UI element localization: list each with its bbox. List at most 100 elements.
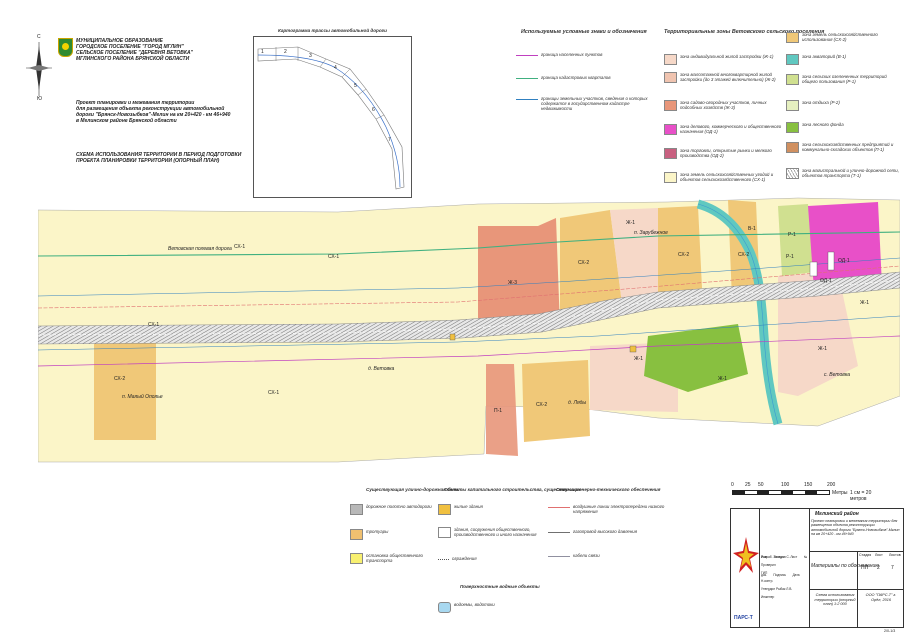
project-header: Проект планировки и межевания территории… [76, 100, 256, 124]
object-swatch [438, 504, 451, 515]
legend-sign-item: граница населенных пунктов [516, 52, 656, 57]
project-line: дороги "Брянск-Новозыбков"-Мглин на км 2… [76, 112, 231, 118]
scale-tick: 50 [758, 482, 764, 488]
legend-zone-item: зона земель сельскохозяйственных угодий … [664, 172, 782, 183]
tb-person-name: Рыбак Л.В. [776, 587, 793, 591]
water-swatch [438, 602, 451, 613]
zone-label: ОД-1 [820, 278, 832, 284]
tb-sheets-hdr: Листов [889, 553, 901, 557]
tb-row-label: Изм. [761, 555, 768, 559]
zone-label: Ж-3 [508, 280, 518, 286]
scale-tick: 100 [781, 482, 790, 488]
legend-zone-item: зона акваторий (В-1) [786, 54, 901, 65]
water-item: водоемы, водотоки [438, 602, 538, 613]
zone-label: Ж-1 [860, 300, 870, 306]
tb-person-role: Разраб. [761, 555, 773, 559]
tb-divider [809, 509, 810, 627]
scheme-line: СХЕМА ИСПОЛЬЗОВАНИЯ ТЕРРИТОРИИ В ПЕРИОД … [76, 152, 242, 158]
inset-sheet-label: 7 [388, 137, 391, 143]
municipality-line: МУНИЦИПАЛЬНОЕ ОБРАЗОВАНИЕ [76, 38, 163, 44]
legend-label: зона лесного фонда [802, 122, 844, 127]
place-label: с. Ветовка [824, 372, 850, 378]
tb-row-label: № док. [761, 555, 808, 577]
compass-south: Ю [37, 96, 43, 102]
legend-signs-title: Используемые условные знаки и обозначени… [521, 29, 647, 35]
zone-swatch [664, 148, 677, 159]
legend-zone-item: зона садово-огородных участков, личных п… [664, 100, 782, 111]
zone-label: В-1 [748, 226, 756, 232]
zone-swatch [664, 172, 677, 183]
legend-label: зона торговли, открытые рынки и мелкого … [680, 148, 772, 159]
power-line-swatch [548, 507, 570, 508]
place-label: п. Малый Ополье [122, 394, 163, 400]
zone-label: ОД-1 [838, 258, 850, 264]
tb-person-role: Инженер [761, 595, 775, 599]
tb-divider [759, 509, 760, 627]
tb-sheet-title: Материалы по обоснованию [811, 563, 880, 569]
project-line: для размещения объекта реконструкции авт… [76, 106, 225, 112]
scale-tick: 0 [731, 482, 734, 488]
legend-label: водоемы, водотоки [454, 602, 495, 607]
inset-sheet-label: 4 [334, 65, 337, 71]
legend-label: зона акваторий (В-1) [802, 54, 847, 59]
scale-note: 1 см = 20 метров [850, 490, 872, 502]
line-swatch [516, 55, 538, 56]
tb-person-role: ГИП [761, 571, 768, 575]
network-swatch [350, 553, 363, 564]
network-title: Существующая улично-дорожная сеть [366, 487, 460, 492]
zone-label: СХ-1 [268, 390, 280, 396]
legend-zone-item: зона магистральной и улично-дорожной сет… [786, 168, 901, 179]
scheme-header: СХЕМА ИСПОЛЬЗОВАНИЯ ТЕРРИТОРИИ В ПЕРИОД … [76, 152, 256, 164]
scale-tick: 200 [827, 482, 836, 488]
legend-label: зона сельских озелененных территорий общ… [802, 74, 887, 85]
zone-label: Ж-1 [626, 220, 636, 226]
network-swatch [350, 529, 363, 540]
legend-label: граница населенных пунктов [541, 52, 603, 57]
legend-zone-item: зона индивидуальной жилой застройки (Ж-1… [664, 54, 782, 65]
fence-swatch [438, 559, 449, 560]
zone-swatch [786, 32, 799, 43]
legend-label: зона малоэтажной многоквартирной жилой з… [680, 72, 776, 83]
zone-label: СХ-2 [114, 376, 126, 382]
tb-sheet-hdr: Лист [875, 553, 883, 557]
network-swatch [350, 504, 363, 515]
title-block: ПАРС-Т Мглинский район Проект планировки… [730, 508, 904, 628]
place-label: д. Ляды [568, 400, 587, 406]
network-item: тротуары [350, 529, 440, 540]
legend-zone-item: зона лесного фонда [786, 122, 901, 133]
legend-zone-item: зона малоэтажной многоквартирной жилой з… [664, 72, 782, 83]
zone-label: Р-1 [788, 232, 796, 238]
legend-label: границы земельных участков, сведения о к… [541, 96, 648, 112]
legend-zone-item: зона торговли, открытые рынки и мелкого … [664, 148, 782, 159]
water-title: Поверхностные водные объекты [460, 584, 540, 589]
legend-label: дорожное полотно автодороги [366, 504, 432, 509]
line-swatch [516, 78, 538, 79]
place-label: д. Ветовка [368, 366, 395, 372]
network-item: остановка общественного транспорта [350, 553, 440, 564]
legend-label: здания, сооружения общественного, произв… [454, 527, 537, 538]
tb-row-label: Кол.уч [774, 555, 784, 559]
zone-swatch [664, 54, 677, 65]
zone-label: СХ-1 [234, 244, 246, 250]
object-item: здания, сооружения общественного, произв… [438, 527, 538, 538]
inset-sheet-label: 6 [372, 107, 375, 113]
tb-sheets: 7 [891, 565, 894, 571]
tb-stage: ПП [861, 565, 869, 571]
tb-people: Разраб. Захаров С. Проверил ГИП Н.контр.… [761, 553, 809, 601]
tb-person-role: Проверил [761, 563, 776, 567]
legend-label: зона индивидуальной жилой застройки (Ж-1… [680, 54, 774, 59]
objects-title: Объекты капитального строительства, суще… [444, 487, 582, 492]
tb-revision-rows: Изм. Кол.уч Лист № док. Подпись Дата [761, 545, 809, 581]
tb-person-role: Н.контр. [761, 579, 774, 583]
logo: ПАРС-Т [733, 529, 759, 625]
zone-swatch [664, 100, 677, 111]
legend-zone-item: зона отдыха (Р-2) [786, 100, 901, 111]
zone-label: СХ-2 [578, 260, 590, 266]
project-line: Проект планировки и межевания территории [76, 100, 195, 106]
scale-unit: Метры [832, 490, 848, 496]
legend-label: зона земель сельскохозяйственных угодий … [680, 172, 774, 183]
zone-label: СХ-1 [148, 322, 160, 328]
inset-sheet-label: 1 [261, 49, 264, 55]
zone-label: Ж-1 [718, 376, 728, 382]
project-line: в Мглинском районе Брянской области [76, 118, 177, 124]
